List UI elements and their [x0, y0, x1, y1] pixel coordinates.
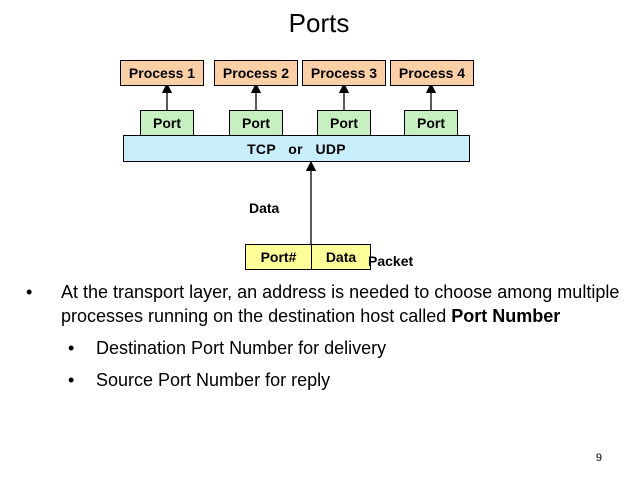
- slide-title: Ports: [288, 8, 350, 38]
- process-1-box: Process 1: [120, 60, 204, 86]
- process-2-box: Process 2: [214, 60, 298, 86]
- port-4-box: Port: [404, 110, 458, 136]
- port-1-box: Port: [140, 110, 194, 136]
- packet-data-field: Data: [311, 244, 371, 270]
- bullet-list: • At the transport layer, an address is …: [26, 280, 626, 392]
- port-2-box: Port: [229, 110, 283, 136]
- sub-bullet-2-text: Source Port Number for reply: [96, 370, 331, 390]
- bullet-dot-icon: •: [26, 282, 33, 302]
- packet-label: Packet: [368, 253, 414, 269]
- sub-bullet-1-text: Destination Port Number for delivery: [96, 338, 387, 358]
- sub-bullet-2: • Source Port Number for reply: [26, 368, 626, 392]
- packet-port-field: Port#: [245, 244, 312, 270]
- sub-bullet-1: • Destination Port Number for delivery: [26, 336, 626, 360]
- bullet-dot-icon: •: [68, 370, 75, 390]
- transport-layer-bar: TCP or UDP: [123, 135, 470, 162]
- bullet-main-bold: Port Number: [451, 306, 561, 326]
- bullet-main: • At the transport layer, an address is …: [26, 280, 626, 328]
- bullet-dot-icon: •: [68, 338, 75, 358]
- bullet-main-text: At the transport layer, an address is ne…: [61, 282, 620, 326]
- page-number: 9: [595, 452, 602, 464]
- process-4-box: Process 4: [390, 60, 474, 86]
- process-3-box: Process 3: [302, 60, 386, 86]
- data-label: Data: [249, 200, 280, 216]
- port-3-box: Port: [317, 110, 371, 136]
